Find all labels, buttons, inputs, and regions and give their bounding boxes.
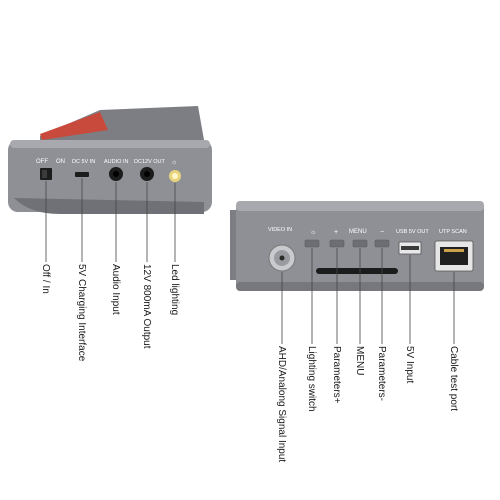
callout-cable-test-port: Cable test port [448,346,459,412]
marking-usb-out: USB 5V OUT [396,229,429,235]
callout-lighting-switch: Lighting switch [306,346,317,412]
left-device-top-edge [10,140,210,148]
marking-off: OFF [36,159,48,165]
callout-parameters-plus: Parameters+ [331,346,342,404]
menu-button[interactable] [352,239,368,248]
marking-on: ON [56,159,65,165]
callout-menu: MENU [354,346,365,376]
callout-off-in: Off / In [40,264,51,294]
right-device: VIDEO IN ☼ + MENU − USB 5V OUT UTP SCAN [230,201,484,344]
marking-plus: + [334,229,338,236]
left-device-screen-edge [40,112,108,140]
left-device-bottom-curve [14,198,204,214]
dc-out-jack-inner [144,171,150,177]
callout-parameters-minus: Parameters- [376,346,387,402]
lighting-switch-button[interactable] [304,239,320,248]
rj45-port-pins [444,249,464,252]
callout-12v-output: 12V 800mA Output [141,264,152,349]
card-slot[interactable] [316,268,398,274]
right-device-top-edge [236,201,484,211]
audio-jack-inner [113,171,119,177]
micro-usb-port[interactable] [75,172,89,177]
bnc-connector-pin [279,255,285,261]
left-device: OFF ON DC 5V IN AUDIO IN DC12V OUT ☼ [8,106,212,262]
left-device-lid [40,106,204,144]
callout-charging-interface: 5V Charging Interface [76,264,87,362]
parameters-plus-button[interactable] [329,239,345,248]
marking-light-icon: ☼ [310,229,316,236]
marking-minus: − [380,229,384,236]
callout-5v-input: 5V Input [404,346,415,384]
callout-audio-input: Audio Input [110,264,121,315]
marking-video-in: VIDEO IN [268,227,292,233]
marking-utp-scan: UTP SCAN [439,229,467,235]
callout-signal-input: AHD/Analong Signal Input [276,346,287,463]
usb-port-tongue [401,246,419,250]
callout-led-lighting: Led lighting [169,264,180,316]
marking-audio-in: AUDIO IN [104,159,128,165]
right-device-side [230,210,240,280]
marking-dc-out: DC12V OUT [134,159,166,165]
marking-led-icon: ☼ [171,159,177,166]
power-switch-knob [42,170,47,178]
marking-dc-in: DC 5V IN [72,159,95,165]
parameters-minus-button[interactable] [374,239,390,248]
marking-menu: MENU [349,229,367,235]
led-light-center [172,173,178,179]
